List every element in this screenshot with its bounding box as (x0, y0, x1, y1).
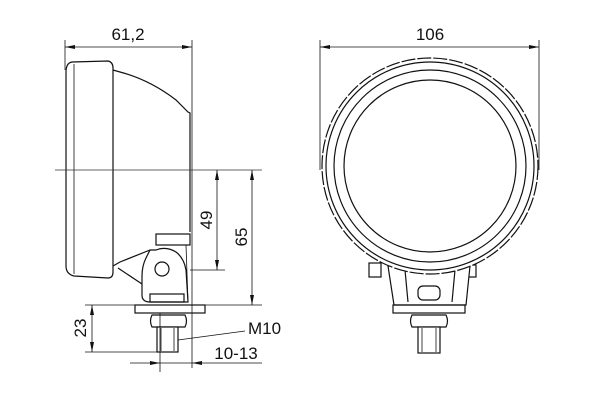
mounting-surface (134, 304, 206, 314)
mounting-surface (392, 304, 466, 314)
arrow-icon (215, 170, 219, 180)
arrow-icon (529, 45, 539, 49)
bolt (417, 326, 441, 354)
arrow-icon (182, 45, 192, 49)
dim-49-label: 49 (197, 211, 216, 230)
housing-rear-line (117, 267, 143, 285)
bracket-pivot (154, 261, 170, 277)
bracket-foot (149, 293, 185, 303)
dim-depth-label: 61,2 (111, 25, 144, 44)
arrow-icon (215, 260, 219, 270)
m10-leader (177, 330, 246, 341)
arrow-icon (250, 170, 254, 180)
arrow-icon (192, 361, 202, 365)
arrow-icon (250, 295, 254, 305)
arrow-icon (150, 361, 160, 365)
dim-65-label: 65 (232, 228, 251, 247)
lamp-housing (112, 69, 191, 232)
bolt (156, 326, 179, 353)
bracket-top (155, 233, 191, 246)
lamp-outer-ring (321, 57, 539, 275)
thread-label: M10 (248, 319, 281, 338)
bracket-edge (185, 244, 189, 303)
dim-23-label: 23 (71, 319, 90, 338)
arrow-icon (320, 45, 330, 49)
side-view: 61,2 49 65 (55, 25, 281, 372)
lens-ring (333, 69, 527, 263)
arrow-icon (90, 342, 94, 352)
lamp-housing-bottom (112, 249, 151, 267)
dim-10-13-label: 10-13 (214, 344, 257, 363)
lens (343, 79, 517, 253)
side-screw (368, 262, 382, 278)
lamp-rim (65, 60, 114, 279)
nut (409, 314, 449, 328)
bracket-lines (404, 269, 456, 303)
front-view: 106 (319, 25, 540, 354)
dim-diameter-label: 106 (416, 25, 444, 44)
arrow-icon (65, 45, 75, 49)
arrow-icon (90, 305, 94, 315)
lamp-rim (325, 61, 535, 271)
nut (149, 314, 188, 328)
bracket-slot (417, 285, 441, 301)
